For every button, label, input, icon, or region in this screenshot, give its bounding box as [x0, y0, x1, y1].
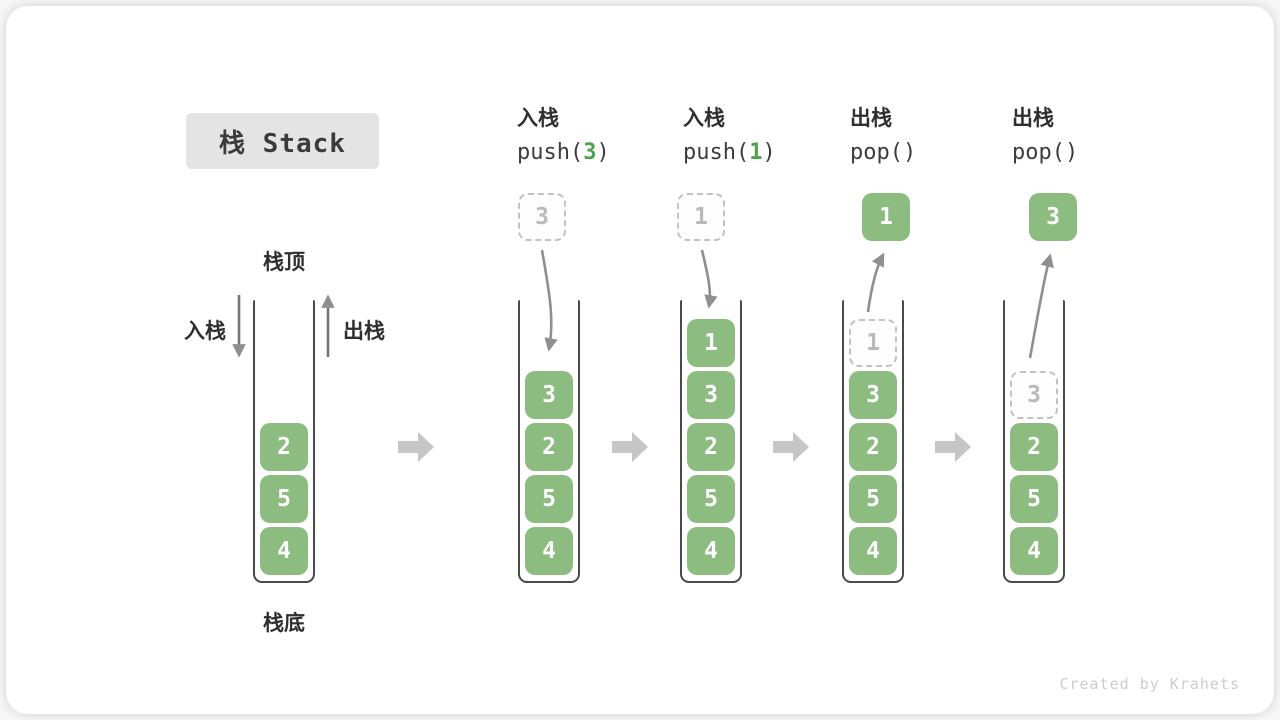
floating-value-box-push-1: 1	[677, 193, 725, 241]
stack-item: 4	[525, 527, 573, 575]
operation-cn: 出栈	[1012, 107, 1054, 130]
operation-label-pop-1: 出栈 pop()	[850, 105, 916, 168]
pop-side-label: 出栈	[343, 320, 385, 343]
push-side-label: 入栈	[184, 320, 226, 343]
stack-bottom-label: 栈底	[263, 612, 305, 635]
floating-value-box-push-3: 3	[518, 193, 566, 241]
stack-item-placeholder: 1	[849, 319, 897, 367]
operation-cn: 入栈	[517, 107, 559, 130]
operation-cn: 出栈	[850, 107, 892, 130]
stack-item: 3	[525, 371, 573, 419]
stack-item: 5	[687, 475, 735, 523]
operation-code: push(1)	[683, 140, 776, 165]
stack-item: 3	[687, 371, 735, 419]
stack-item: 4	[687, 527, 735, 575]
operation-code: pop()	[850, 140, 917, 165]
state-transition-arrow-icon	[935, 432, 971, 462]
floating-value-box-pop-3: 3	[1029, 193, 1077, 241]
operation-label-pop-3: 出栈 pop()	[1012, 105, 1078, 168]
stack-item: 2	[260, 423, 308, 471]
state-transition-arrow-icon	[773, 432, 809, 462]
operation-cn: 入栈	[683, 107, 725, 130]
diagram-card: 栈 Stack 栈顶 栈底 入栈 出栈 入栈 push(3) 入栈 push(1…	[6, 6, 1274, 714]
stack-item-placeholder: 3	[1010, 371, 1058, 419]
code-arg: 1	[749, 140, 763, 165]
stack-item: 4	[260, 527, 308, 575]
diagram-title: 栈 Stack	[186, 113, 379, 169]
stack-item: 5	[1010, 475, 1058, 523]
stack-item: 3	[849, 371, 897, 419]
stack-item: 4	[1010, 527, 1058, 575]
push-1-arrow-icon	[700, 249, 718, 309]
operation-code: pop()	[1012, 140, 1079, 165]
state-transition-arrow-icon	[398, 432, 434, 462]
watermark: Created by Krahets	[1059, 675, 1240, 693]
stack-item: 5	[260, 475, 308, 523]
state-transition-arrow-icon	[612, 432, 648, 462]
operation-label-push-1: 入栈 push(1)	[683, 105, 776, 168]
stack-item: 2	[687, 423, 735, 471]
operation-label-push-3: 入栈 push(3)	[517, 105, 610, 168]
stack-item: 1	[687, 319, 735, 367]
stack-item: 5	[849, 475, 897, 523]
floating-value-box-pop-1: 1	[862, 193, 910, 241]
stack-top-label: 栈顶	[263, 251, 305, 274]
stack-item: 5	[525, 475, 573, 523]
operation-code: push(3)	[517, 140, 610, 165]
stack-item: 2	[525, 423, 573, 471]
stack-item: 4	[849, 527, 897, 575]
stack-item: 2	[849, 423, 897, 471]
stack-item: 2	[1010, 423, 1058, 471]
code-arg: 3	[583, 140, 597, 165]
